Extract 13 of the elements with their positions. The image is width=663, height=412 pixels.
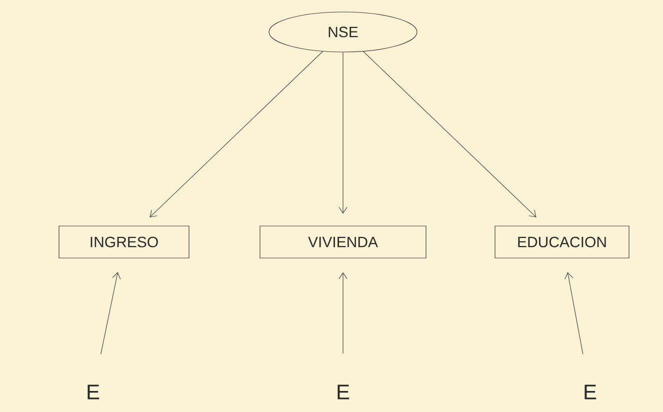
variable-box: EDUCACION xyxy=(494,226,630,258)
arrow xyxy=(150,51,323,218)
variable-box: VIVIENDA xyxy=(260,226,426,258)
arrow xyxy=(338,52,348,214)
error-label: E xyxy=(584,384,596,400)
arrow xyxy=(363,51,536,218)
arrow xyxy=(100,272,121,354)
ellipse-node: NSE xyxy=(268,12,418,52)
arrow xyxy=(564,272,584,354)
variable-box: INGRESO xyxy=(58,226,190,258)
arrow xyxy=(338,272,348,354)
error-label: E xyxy=(88,384,100,400)
error-label: E xyxy=(338,384,350,400)
